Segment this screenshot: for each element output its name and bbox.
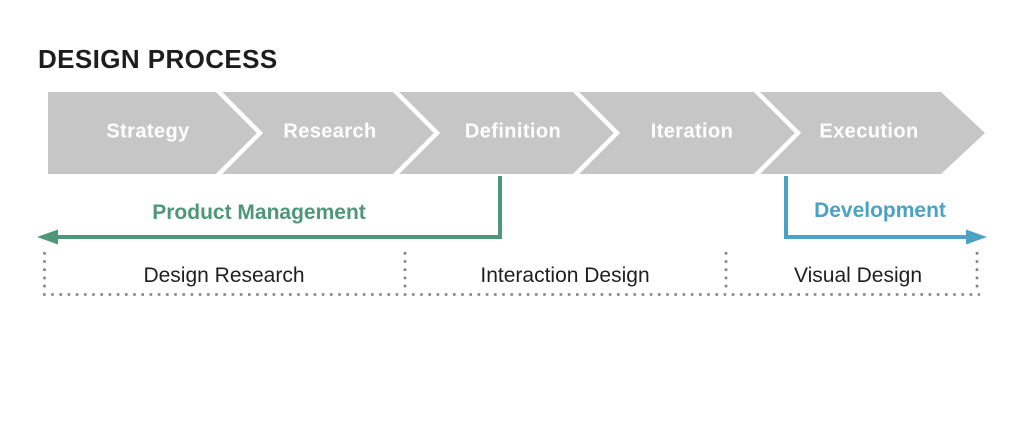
development-arrow-line bbox=[784, 176, 966, 239]
chevron-separator-icon bbox=[753, 88, 802, 178]
product-management-label: Product Management bbox=[152, 201, 366, 224]
stage-label-execution: Execution bbox=[819, 120, 919, 143]
product-management-arrow bbox=[37, 176, 502, 245]
discipline-label-visual-design: Visual Design bbox=[793, 264, 923, 287]
chevron-separators bbox=[215, 88, 802, 178]
discipline-label-design-research: Design Research bbox=[143, 264, 305, 287]
right-arrowhead-icon bbox=[966, 229, 987, 245]
discipline-lanes-dotted-grid bbox=[43, 252, 980, 296]
product-management-arrow-line bbox=[57, 176, 502, 239]
development-arrow bbox=[784, 176, 987, 245]
page-title: DESIGN PROCESS bbox=[38, 44, 278, 74]
chevron-separator-icon bbox=[215, 88, 264, 178]
development-label: Development bbox=[814, 199, 946, 222]
stage-label-research: Research bbox=[283, 120, 377, 143]
stage-label-strategy: Strategy bbox=[106, 120, 190, 143]
left-arrowhead-icon bbox=[37, 229, 58, 245]
chevron-separator-icon bbox=[572, 88, 621, 178]
process-arrow-band bbox=[48, 92, 985, 174]
discipline-label-interaction-design: Interaction Design bbox=[480, 264, 650, 287]
stage-label-iteration: Iteration bbox=[650, 120, 734, 143]
stage-label-definition: Definition bbox=[464, 120, 562, 143]
chevron-separator-icon bbox=[392, 88, 441, 178]
